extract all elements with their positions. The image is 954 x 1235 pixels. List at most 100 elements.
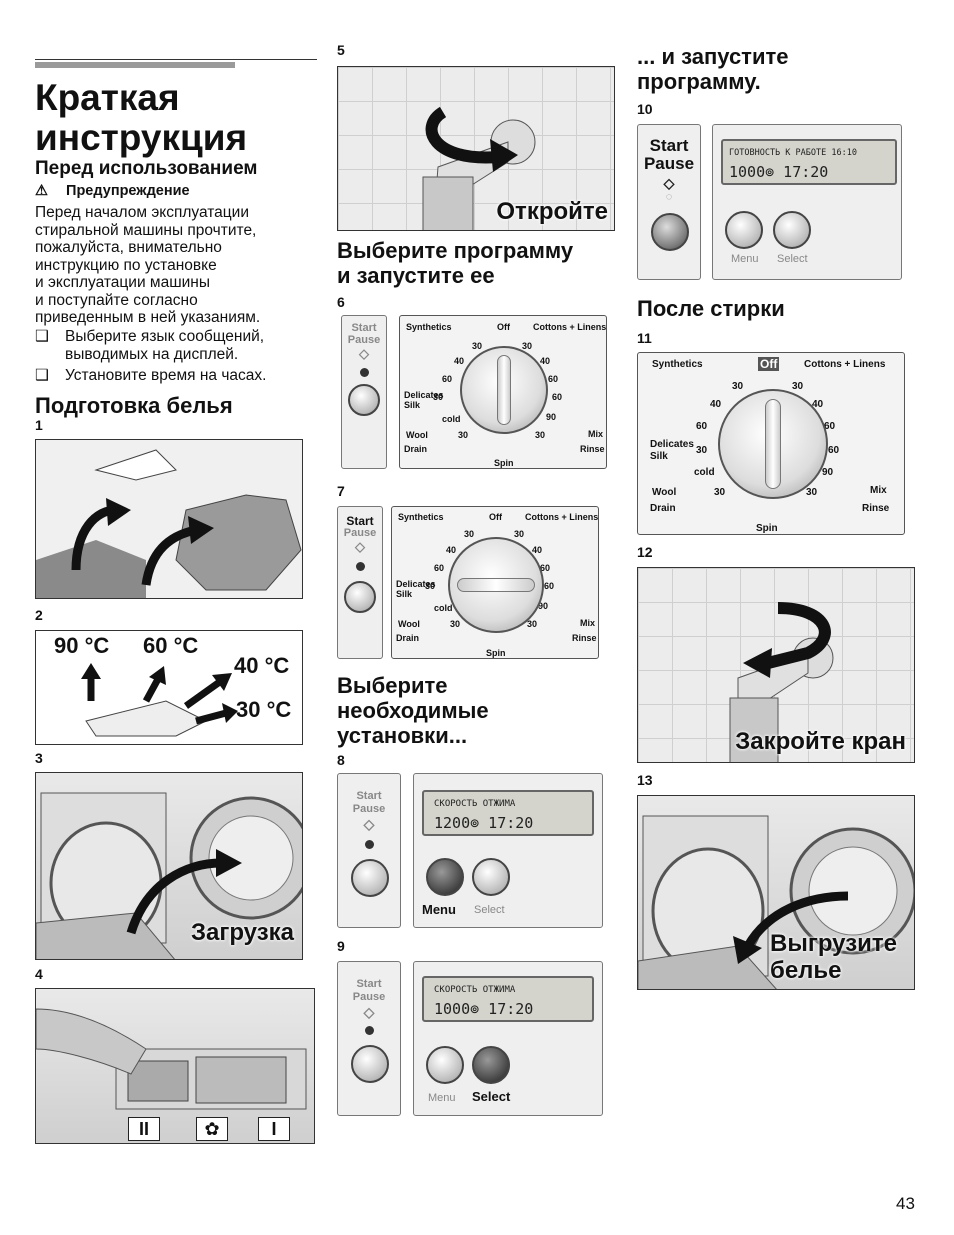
- detergent-drawer-illustration: [36, 1008, 307, 1110]
- start-pause-symbol-icon: ◇: [363, 1004, 375, 1020]
- temperature-arrows: [81, 663, 238, 737]
- program-dial[interactable]: [448, 537, 544, 633]
- start-pause-button[interactable]: [348, 384, 380, 416]
- start-pause-button[interactable]: [351, 1045, 389, 1083]
- start-pause-symbol-icon: ◇: [363, 816, 375, 832]
- warning-icon: ⚠: [35, 183, 48, 199]
- compartment-flower-label: ✿: [196, 1117, 228, 1141]
- select-button[interactable]: [472, 1046, 510, 1084]
- title-line-2: инструкция: [35, 117, 248, 158]
- temp-60-label: 60 °C: [143, 633, 199, 658]
- step-number-4: 4: [35, 966, 43, 982]
- step5-open-tap-image: Откройте: [337, 66, 615, 231]
- display-panel-9: СКОРОСТЬ ОТЖИМА 1000⊚ 17:20 Menu Select: [413, 961, 603, 1116]
- start-pause-panel-6: Start Pause ◇: [341, 315, 387, 469]
- title-line-1: Краткая: [35, 77, 180, 118]
- display-panel-8: СКОРОСТЬ ОТЖИМА 1200⊚ 17:20 Menu Select: [413, 773, 603, 928]
- menu-label: Menu: [731, 253, 759, 265]
- compartment-I-label: I: [258, 1117, 290, 1141]
- lcd-display: СКОРОСТЬ ОТЖИМА 1200⊚ 17:20: [422, 790, 594, 836]
- step-number-10: 10: [637, 101, 653, 117]
- temp-90-label: 90 °C: [54, 633, 110, 658]
- step-number-1: 1: [35, 417, 43, 433]
- menu-button[interactable]: [426, 858, 464, 896]
- unload-caption: Выгрузите белье: [770, 930, 897, 984]
- program-dial-panel-7: Synthetics Off Cottons + Linens Delicate…: [391, 506, 599, 659]
- select-settings-heading: Выберите необходимые установки...: [337, 673, 489, 748]
- step-number-8: 8: [337, 752, 345, 768]
- close-tap-caption: Закройте кран: [735, 728, 906, 755]
- checkbox-icon: ❑: [35, 328, 49, 345]
- select-label: Select: [777, 253, 808, 265]
- washing-machine-illustration: [36, 792, 302, 959]
- open-tap-illustration: [422, 106, 536, 230]
- start-pause-symbol-icon: ◇: [359, 346, 369, 361]
- open-caption: Откройте: [496, 198, 608, 225]
- compartment-II-label: II: [128, 1117, 160, 1141]
- step-number-13: 13: [637, 772, 653, 788]
- start-pause-symbol-icon: ◇: [663, 175, 675, 191]
- step-number-2: 2: [35, 607, 43, 623]
- checklist-item-clock: ❑ Установите время на часах.: [35, 367, 267, 384]
- menu-label: Menu: [422, 902, 456, 917]
- select-program-heading: Выберите программу и запустите ее: [337, 238, 574, 288]
- after-wash-heading: После стирки: [637, 296, 785, 321]
- step-number-12: 12: [637, 544, 653, 560]
- step12-close-tap-image: Закройте кран: [637, 567, 915, 763]
- lcd-display: ГОТОВНОСТЬ К РАБОТЕ 16:10 1000⊚ 17:20: [721, 139, 897, 185]
- start-pause-symbol-icon: ◇: [355, 539, 365, 554]
- step-number-6: 6: [337, 294, 345, 310]
- step-number-7: 7: [337, 483, 345, 499]
- start-pause-button[interactable]: [344, 581, 376, 613]
- header-rule: [35, 59, 317, 60]
- step2-temperature-sort-image: 90 °C 60 °C 40 °C 30 °C: [35, 630, 303, 745]
- led-off-icon: ◌: [665, 191, 673, 203]
- start-pause-panel-10: Start Pause ◇ ◌: [637, 124, 701, 280]
- checkbox-icon: ❑: [35, 367, 49, 384]
- warning-row: ⚠ Предупреждение: [35, 183, 190, 199]
- warning-label: Предупреждение: [66, 183, 190, 199]
- sort-laundry-illustration: [36, 449, 302, 598]
- status-led: [360, 368, 369, 377]
- display-panel-10: ГОТОВНОСТЬ К РАБОТЕ 16:10 1000⊚ 17:20 Me…: [712, 124, 902, 280]
- menu-button[interactable]: [725, 211, 763, 249]
- menu-label: Menu: [428, 1092, 456, 1104]
- program-dial-panel-11: Synthetics Off Cottons + Linens Delicate…: [637, 352, 905, 535]
- load-caption: Загрузка: [190, 919, 294, 946]
- close-tap-illustration: [729, 602, 834, 762]
- step-number-5: 5: [337, 42, 345, 58]
- step1-sort-laundry-image: [35, 439, 303, 599]
- before-use-heading: Перед использованием: [35, 158, 258, 179]
- step-number-9: 9: [337, 938, 345, 954]
- start-pause-panel-8: Start Pause ◇: [337, 773, 401, 928]
- start-pause-button[interactable]: [351, 859, 389, 897]
- and-start-heading: ... и запустите программу.: [637, 44, 789, 94]
- select-label: Select: [474, 904, 505, 916]
- menu-button[interactable]: [426, 1046, 464, 1084]
- laundry-prep-heading: Подготовка белья: [35, 393, 233, 418]
- temp-40-label: 40 °C: [234, 653, 290, 678]
- status-led: [356, 562, 365, 571]
- lcd-display: СКОРОСТЬ ОТЖИМА 1000⊚ 17:20: [422, 976, 594, 1022]
- checklist-item-language: ❑ Выберите язык сообщений, выводимых на …: [35, 328, 265, 363]
- warning-text: Перед началом эксплуатации стиральной ма…: [35, 204, 261, 326]
- program-dial-panel-6: Synthetics Off Cottons + Linens Delicate…: [399, 315, 607, 469]
- start-pause-panel-7: Start Pause ◇: [337, 506, 383, 659]
- program-dial[interactable]: [718, 389, 828, 499]
- status-led: [365, 840, 374, 849]
- status-led: [365, 1026, 374, 1035]
- step4-detergent-drawer-image: II ✿ I: [35, 988, 315, 1144]
- page-title: Краткая инструкция: [35, 78, 247, 158]
- step-number-11: 11: [637, 330, 652, 346]
- step13-unload-laundry-image: Выгрузите белье: [637, 795, 915, 990]
- program-dial[interactable]: [460, 346, 548, 434]
- temp-30-label: 30 °C: [236, 697, 292, 722]
- select-button[interactable]: [773, 211, 811, 249]
- start-pause-button[interactable]: [651, 213, 689, 251]
- select-label: Select: [472, 1089, 511, 1104]
- select-button[interactable]: [472, 858, 510, 896]
- page-number: 43: [896, 1194, 915, 1213]
- unload-machine-illustration: [638, 815, 914, 989]
- step3-load-laundry-image: Загрузка: [35, 772, 303, 960]
- start-pause-panel-9: Start Pause ◇: [337, 961, 401, 1116]
